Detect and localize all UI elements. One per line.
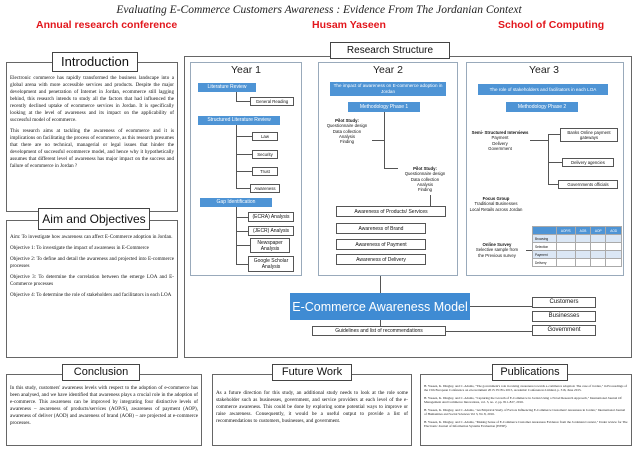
role-stakeholders-box: The role of stakeholders and facilitator… <box>478 84 608 95</box>
government-box: Government <box>532 325 596 336</box>
introduction-paragraph-1: Electronic commerce has rapidly transfor… <box>10 75 174 124</box>
impact-box: The impact of awareness on E-commerce ad… <box>330 82 446 96</box>
objective-item: Objective 2: To define and detail the aw… <box>10 256 174 270</box>
aims-heading: Aim and Objectives <box>38 208 150 230</box>
awareness-delivery-box: Awareness of Delivery <box>336 254 426 265</box>
conference-label: Annual research conference <box>36 19 178 31</box>
aims-text: Aim: To investigate how awareness can af… <box>10 234 174 303</box>
semi-structured-interviews: Semi- Structured Interviews Payment Deli… <box>471 130 529 152</box>
pilot-study-1: Pilot Study: Questionnaire design Data c… <box>326 118 368 145</box>
awareness-brand-box: Awareness of Brand <box>336 223 426 234</box>
awareness-model-box: E-Commerce Awareness Model <box>290 293 470 320</box>
author-name: Husam Yaseen <box>312 19 386 31</box>
objective-item: Objective 4: To determine the role of st… <box>10 292 172 299</box>
year3-label: Year 3 <box>520 64 568 76</box>
year1-column <box>190 62 302 276</box>
publication-item: H. Yaseen, K. Dingley, and C. Adams, "Ma… <box>424 420 628 429</box>
publications-list: H. Yaseen, K. Dingley, and C. Adams, "Th… <box>424 384 628 432</box>
table-row: Browsing <box>532 234 557 243</box>
general-reading-box: General Reading <box>250 97 294 106</box>
publication-item: H. Yaseen, K. Dingley, and C. Adams, "An… <box>424 408 626 417</box>
research-structure-heading: Research Structure <box>330 42 450 59</box>
gap-identification-box: Gap Identification <box>200 198 272 207</box>
publication-item: H. Yaseen, K. Dingley, and C. Adams, "Ca… <box>424 396 622 405</box>
future-work-text: As a future direction for this study, an… <box>216 390 408 425</box>
methodology-phase1-box: Methodology Phase 1 <box>348 102 420 112</box>
law-box: Law <box>252 132 278 141</box>
awareness-payment-box: Awareness of Payment <box>336 239 426 250</box>
trust-box: Trust <box>252 167 278 176</box>
year1-label: Year 1 <box>222 64 270 76</box>
aim-item: Aim: To investigate how awareness can af… <box>10 234 173 240</box>
ecra-analysis-box: (ECRA) Analysis <box>248 212 294 222</box>
jecr-analysis-box: (JECR) Analysis <box>248 226 294 236</box>
objective-item: Objective 3: To determine the correlatio… <box>10 274 174 288</box>
introduction-paragraph-2: This research aims at tackling the aware… <box>10 128 174 170</box>
customers-box: Customers <box>532 297 596 308</box>
future-work-heading: Future Work <box>272 364 352 381</box>
guidelines-box: Guidelines and list of recommendations <box>312 326 446 336</box>
methodology-phase2-box: Methodology Phase 2 <box>506 102 578 112</box>
businesses-box: Businesses <box>532 311 596 322</box>
awareness-box: Awareness <box>250 184 280 193</box>
table-row: Payment <box>532 250 557 259</box>
objective-item: Objective 1: To investigate the impact o… <box>10 245 149 252</box>
publication-item: H. Yaseen, K. Dingley, and C. Adams, "Th… <box>424 384 627 393</box>
table-row: Selection <box>532 242 557 251</box>
poster-title: Evaluating E-Commerce Customers Awarenes… <box>116 4 522 16</box>
conclusion-text: In this study, customers' awareness leve… <box>10 385 198 427</box>
government-officials-box: Governments officials <box>558 180 618 189</box>
introduction-text: Electronic commerce has rapidly transfor… <box>10 75 174 174</box>
online-survey: Online Survey Selective sample from the … <box>475 242 519 258</box>
school-name: School of Computing <box>498 19 605 31</box>
year3-column <box>466 62 624 276</box>
delivery-agencies-box: Delivery agencies <box>562 158 614 167</box>
structured-review-box: Structured Literature Review <box>198 116 280 125</box>
security-box: Security <box>252 150 278 159</box>
year2-column <box>318 62 458 276</box>
focus-group: Focus Group Traditional Businesses Local… <box>469 196 523 212</box>
awareness-products-box: Awareness of Products/ Services <box>336 206 446 217</box>
banks-box: Banks Online payment gateways <box>560 128 618 142</box>
publications-heading: Publications <box>492 364 568 381</box>
table-row: Delivery <box>532 258 557 267</box>
pilot-study-2: Pilot Study: Questionnaire design Data c… <box>404 166 446 193</box>
introduction-heading: Introduction <box>52 52 138 72</box>
google-scholar-analysis-box: Google Scholar Analysis <box>248 256 294 272</box>
newspaper-analysis-box: Newspaper Analysis <box>250 238 290 253</box>
conclusion-heading: Conclusion <box>62 364 140 381</box>
awareness-matrix-table: AOP/S AOB AOP AOD Browsing Selection Pay… <box>532 226 622 267</box>
literature-review-box: Literature Review <box>198 83 256 92</box>
year2-label: Year 2 <box>364 64 412 76</box>
